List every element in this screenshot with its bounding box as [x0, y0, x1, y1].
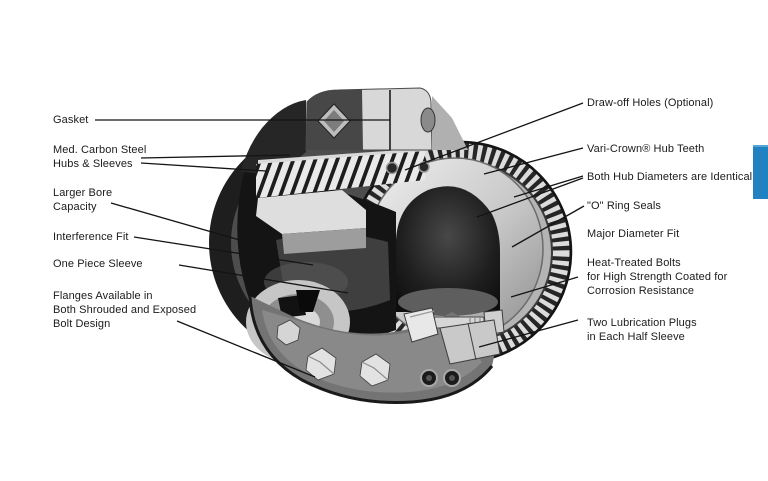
label-gasket: Gasket: [53, 114, 89, 126]
label-larger-bore: Larger Bore Capacity: [53, 187, 113, 213]
leader-one-piece-sleeve: [178, 264, 349, 294]
leader-interference-fit: [133, 236, 314, 266]
label-draw-off-holes: Draw-off Holes (Optional): [587, 97, 714, 109]
leader-flanges: [176, 320, 316, 378]
label-hubs-sleeves: Med. Carbon Steel Hubs & Sleeves: [53, 144, 147, 170]
sleeve-flange-block: [305, 87, 468, 151]
leader-vari-crown: [483, 147, 584, 175]
leader-hub-diameters-2: [476, 177, 584, 218]
page-edge-accent-bar: [753, 145, 768, 199]
leader-hubs-sleeves-2: [140, 162, 267, 172]
sleeve-clamp: [439, 319, 501, 365]
hub-bore: [396, 186, 500, 316]
keyway-notch: [296, 290, 320, 312]
leader-larger-bore: [110, 202, 279, 252]
leader-lines: [95, 102, 585, 378]
leader-lubrication: [478, 319, 579, 348]
label-o-ring-seals: "O" Ring Seals: [587, 200, 662, 212]
label-heat-treated-bolts: Heat-Treated Bolts for High Strength Coa…: [587, 257, 728, 297]
leader-draw-off: [404, 102, 584, 171]
draw-off-holes: [385, 161, 430, 175]
label-major-diameter-fit: Major Diameter Fit: [587, 228, 680, 240]
flange-bolt: [276, 319, 301, 346]
hub-cross-section: [256, 190, 366, 234]
lubrication-plugs: [420, 369, 461, 387]
leader-hubs-sleeves-1: [140, 154, 291, 159]
label-interference-fit: Interference Fit: [53, 231, 129, 243]
leader-hub-diameters-1: [513, 175, 584, 198]
sleeve-teeth-band: [256, 148, 428, 198]
label-hub-diameters: Both Hub Diameters are Identical: [587, 171, 753, 183]
leader-heat-treated: [510, 276, 579, 298]
label-one-piece-sleeve: One Piece Sleeve: [53, 258, 143, 270]
leader-o-ring: [511, 205, 585, 248]
label-lubrication-plugs: Two Lubrication Plugs in Each Half Sleev…: [587, 317, 697, 343]
label-flanges: Flanges Available in Both Shrouded and E…: [53, 290, 197, 330]
label-vari-crown-teeth: Vari-Crown® Hub Teeth: [587, 143, 705, 155]
